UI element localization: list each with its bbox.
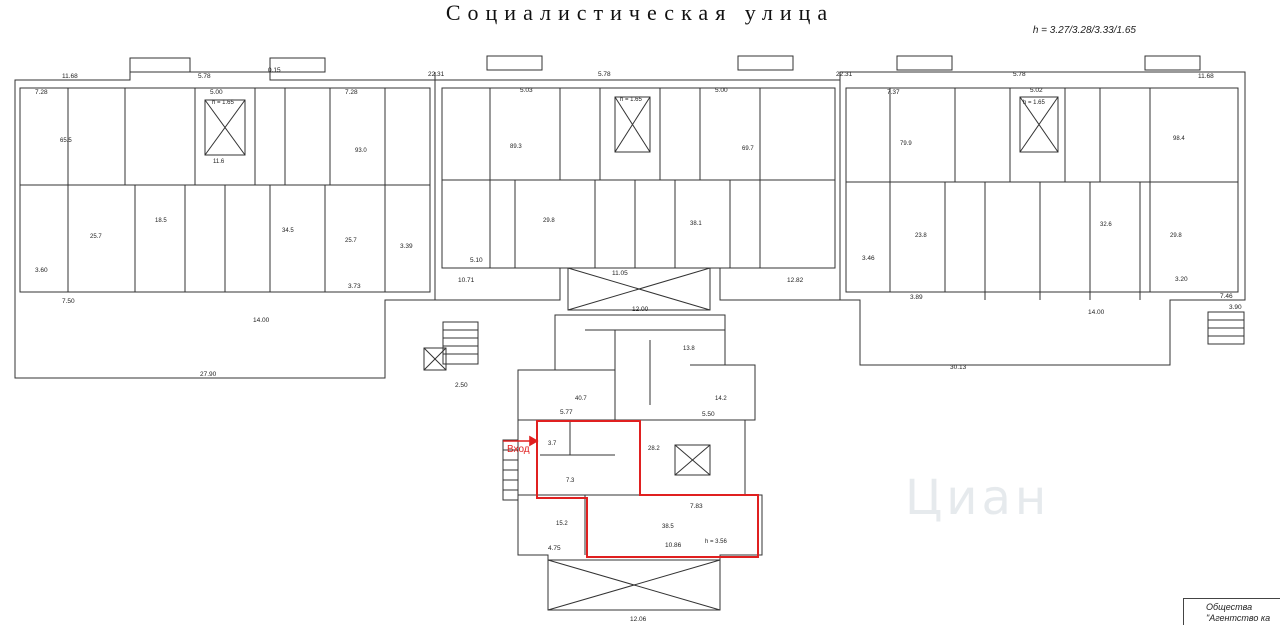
room-area: 13.8 <box>683 346 695 352</box>
room-area: 25.7 <box>90 234 102 240</box>
dim-label: 7.46 <box>1220 293 1233 300</box>
room-area: 23.8 <box>915 233 927 239</box>
dim-label: 22.31 <box>836 71 853 78</box>
room-area: 28.2 <box>648 446 660 452</box>
room-area: 3.7 <box>548 441 557 447</box>
room-area: 25.7 <box>345 238 357 244</box>
room-area: 15.2 <box>556 521 568 527</box>
lower-height: h = 3.56 <box>705 539 728 545</box>
room-area: 32.6 <box>1100 222 1112 228</box>
agency-line-1: Общества <box>1206 602 1253 612</box>
dim-label: 5.78 <box>1013 71 1026 78</box>
wing-height: h = 1.65 <box>1023 100 1046 106</box>
dim-label: 5.10 <box>470 257 483 264</box>
dim-label: 5.77 <box>560 409 573 416</box>
dim-label: 3.39 <box>400 243 413 250</box>
dim-label: 5.78 <box>598 71 611 78</box>
dim-label: 11.05 <box>612 270 628 277</box>
dim-label: 14.00 <box>1088 309 1105 316</box>
upper-building-outline <box>14 71 1246 379</box>
wing-height: h = 1.65 <box>620 97 643 103</box>
room-area: 79.9 <box>900 141 912 147</box>
dim-label: 4.75 <box>548 545 561 552</box>
room-area: 11.6 <box>213 159 225 165</box>
room-area: 18.5 <box>155 218 167 224</box>
dim-label: 11.68 <box>1198 73 1214 80</box>
dimension-labels: 11.68 5.78 0.15 22.31 5.78 22.31 5.78 11… <box>35 67 1242 623</box>
agency-line-2: "Агентство ка <box>1206 613 1271 623</box>
highlighted-premises <box>536 420 759 558</box>
dim-label: 3.89 <box>910 294 923 301</box>
dim-label: 3.20 <box>1175 276 1188 283</box>
entrance-arrow <box>503 435 539 447</box>
wing-height: h = 1.65 <box>212 100 235 106</box>
dim-label: 3.60 <box>35 267 48 274</box>
room-area: 29.8 <box>1170 233 1182 239</box>
entrance-label: Вход <box>507 444 530 455</box>
room-area: 38.1 <box>690 221 702 227</box>
dim-label: 14.00 <box>253 317 270 324</box>
dim-label: 7.50 <box>62 298 75 305</box>
dim-label: 10.71 <box>458 277 475 284</box>
dim-label: 0.15 <box>268 67 281 74</box>
room-area: 14.2 <box>715 396 727 402</box>
dim-label: 5.78 <box>198 73 211 80</box>
dim-label: 5.00 <box>210 89 223 96</box>
dim-label: 7.37 <box>887 89 900 96</box>
watermark: Циан <box>905 470 1051 526</box>
room-area: 7.3 <box>566 478 575 484</box>
room-area: 98.4 <box>1173 136 1185 142</box>
room-area-labels: 65.5 25.7 11.6 18.5 34.5 25.7 93.0 89.3 … <box>60 136 1185 530</box>
dim-label: 30.13 <box>950 364 967 371</box>
room-area: 89.3 <box>510 144 522 150</box>
dim-label: 27.90 <box>200 371 217 378</box>
street-title: Социалистическая улица <box>445 0 835 25</box>
agency-stamp: Общества "Агентство ка <box>1183 598 1280 625</box>
height-labels: h = 1.65 h = 1.65 h = 1.65 h = 3.56 <box>212 97 1046 545</box>
room-area: 38.5 <box>662 524 674 530</box>
dim-label: 7.28 <box>345 89 358 96</box>
room-area: 69.7 <box>742 146 754 152</box>
room-area: 34.5 <box>282 228 294 234</box>
dim-label: 22.31 <box>428 71 445 78</box>
room-area: 40.7 <box>575 396 587 402</box>
dim-label: 2.50 <box>455 382 468 389</box>
dim-label: 3.73 <box>348 283 361 290</box>
dim-label: 3.46 <box>862 255 875 262</box>
room-area: 29.8 <box>543 218 555 224</box>
dim-label: 11.68 <box>62 73 78 80</box>
dim-label: 5.00 <box>715 87 728 94</box>
dim-label: 10.86 <box>665 542 682 549</box>
dim-label: 5.02 <box>1030 87 1043 94</box>
dim-label: 12.06 <box>630 616 647 623</box>
dim-label: 12.82 <box>787 277 804 284</box>
dim-label: 3.90 <box>1229 304 1242 311</box>
dim-label: 5.03 <box>520 87 533 94</box>
height-note: h = 3.27/3.28/3.33/1.65 <box>1032 25 1136 36</box>
dim-label: 7.28 <box>35 89 48 96</box>
room-area: 65.5 <box>60 138 72 144</box>
dim-label: 7.83 <box>690 503 703 510</box>
room-area: 93.0 <box>355 148 367 154</box>
dim-label: 12.00 <box>632 306 649 313</box>
dim-label: 5.50 <box>702 411 715 418</box>
